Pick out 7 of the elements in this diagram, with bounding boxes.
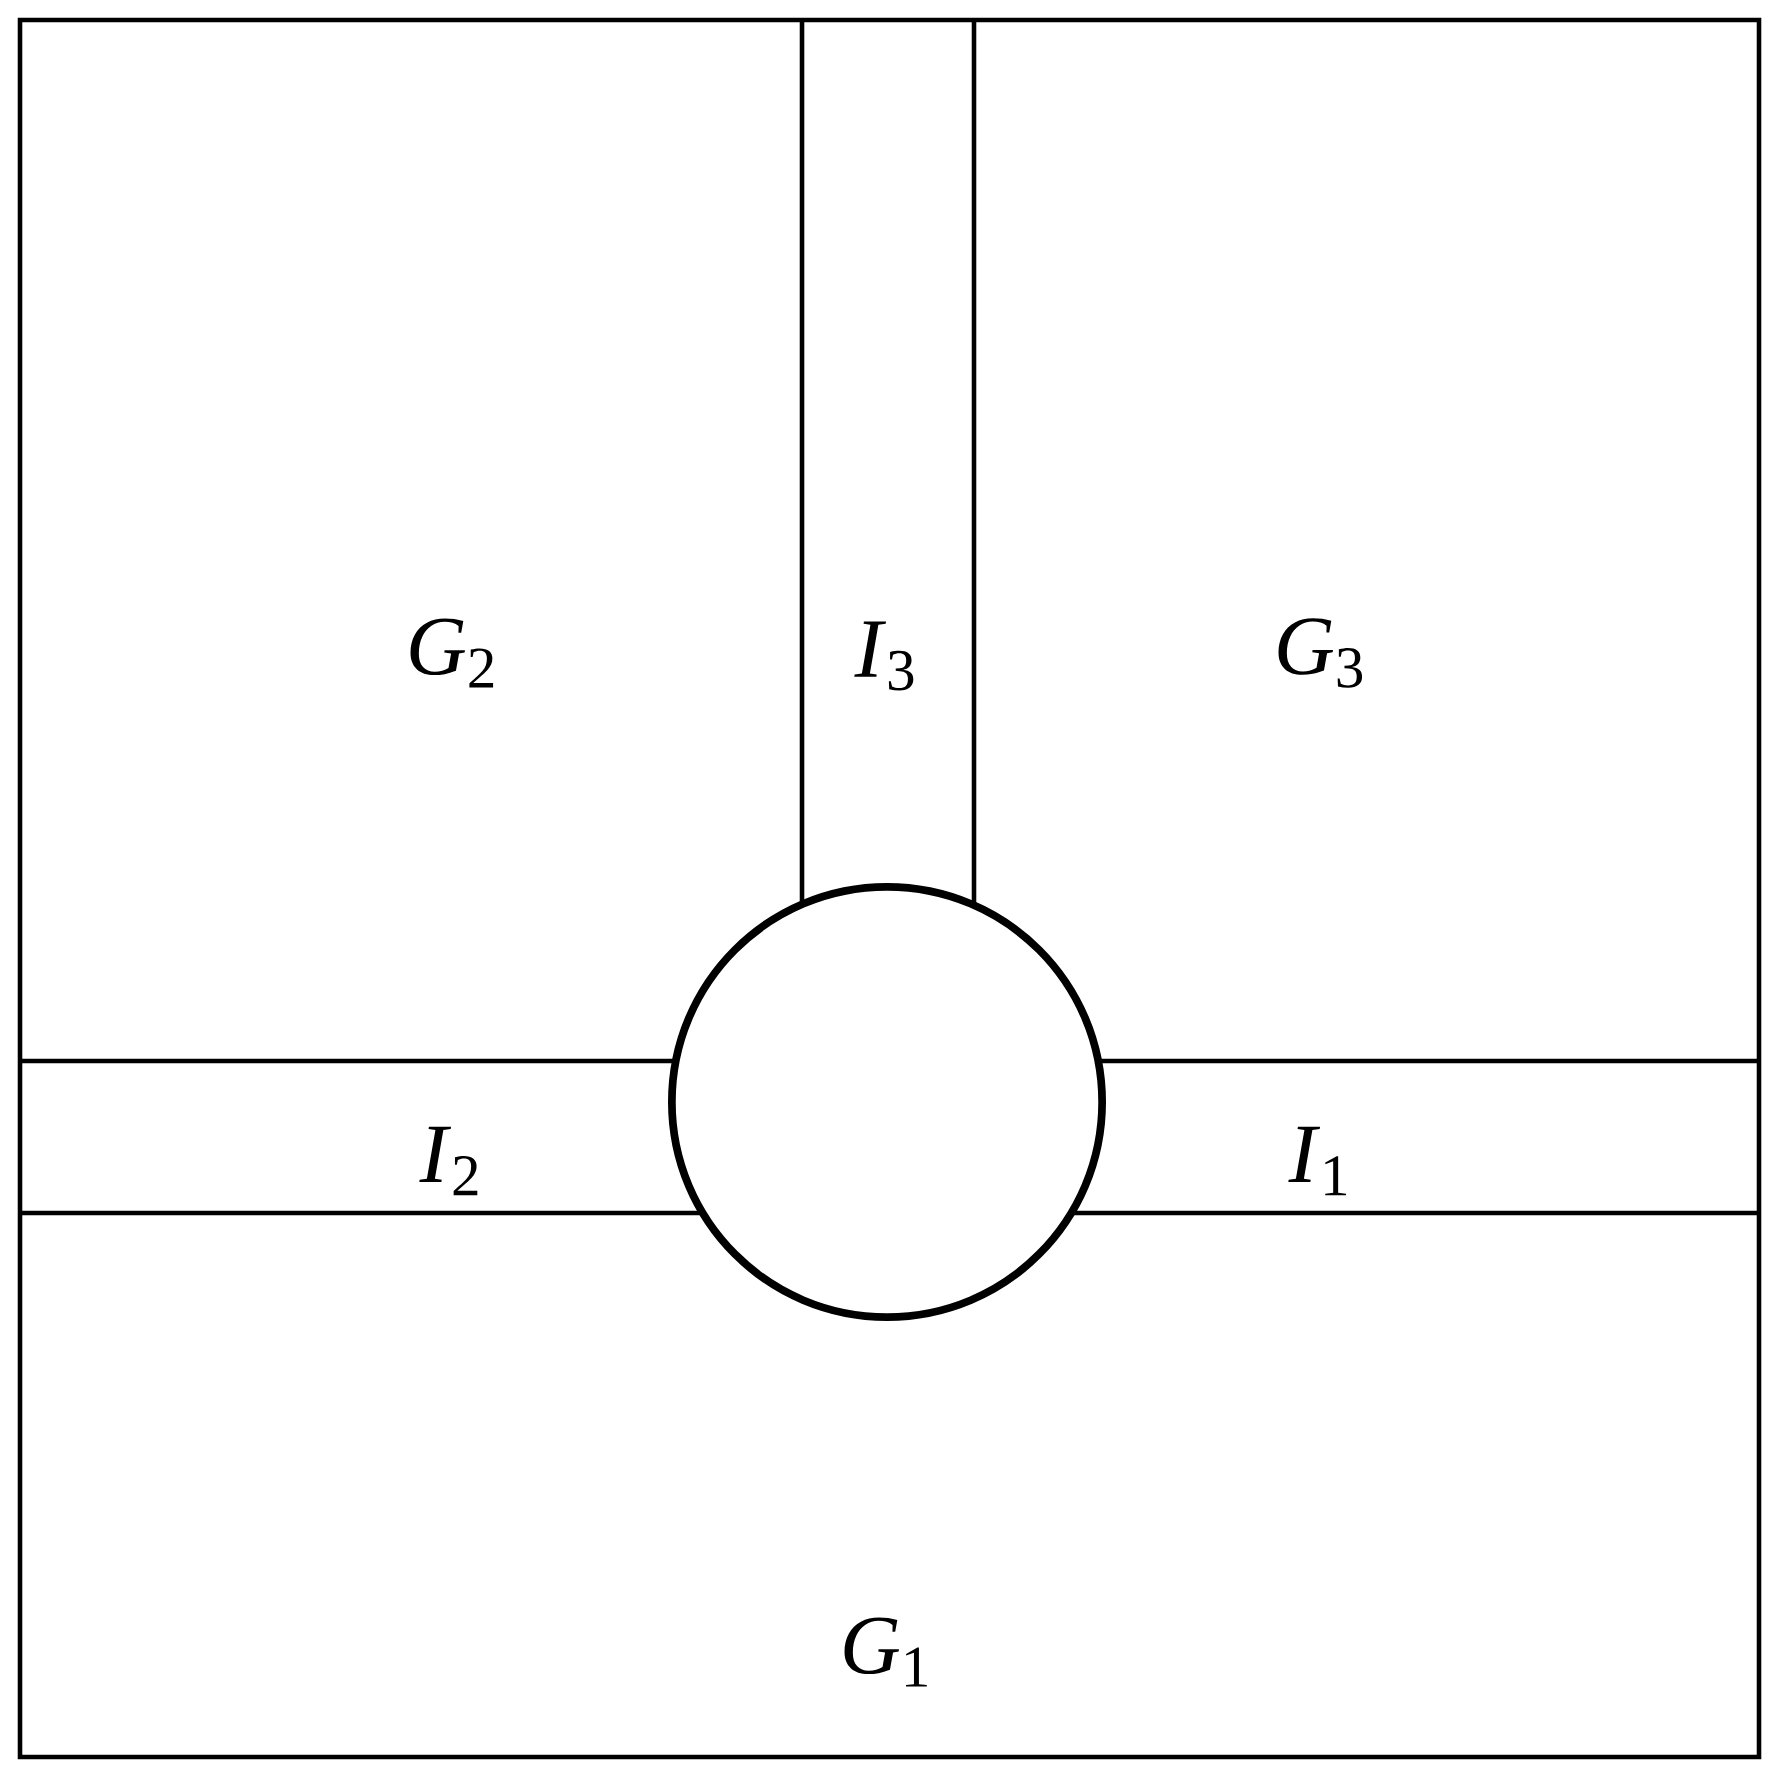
region-label: I$_{1}$ [1288,1126,1347,1196]
region-label: I$_{3}$ [854,621,914,691]
circle [668,883,1106,1321]
region-label: G$_{3}$ [1278,618,1363,688]
region-label: G$_{1}$ [844,1617,927,1687]
region-label: I$_{2}$ [419,1126,478,1196]
region-label: G$_{2}$ [410,618,494,688]
